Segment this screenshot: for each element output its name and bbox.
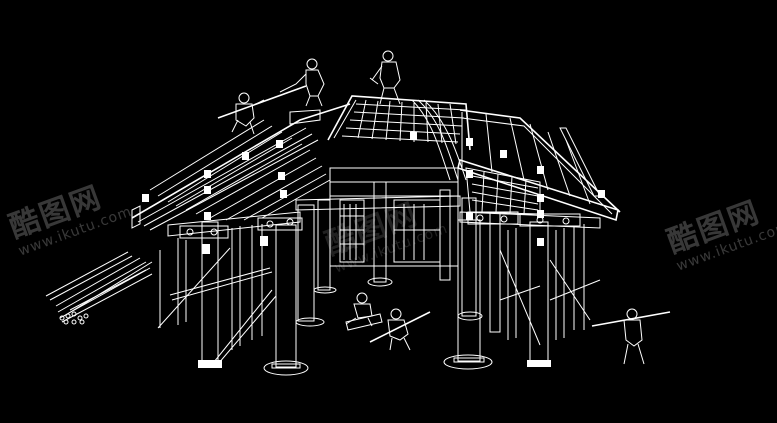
timber-tenons [142,132,605,254]
scaffolding-left [157,224,277,365]
worker-ground-centre [345,292,431,351]
eave-beams [167,195,601,239]
right-roof [457,109,621,222]
worker-carrying-pole [591,308,671,365]
worker-roof-ridge [369,50,401,105]
timber-pile [45,251,153,325]
worker-roof-hammer [231,92,265,135]
column-plinths [198,357,551,369]
centre-roof-tiles [327,95,471,181]
worker-roof-left [217,58,325,119]
rear-wall-frame [329,167,459,267]
scaffolding-right [499,224,601,346]
